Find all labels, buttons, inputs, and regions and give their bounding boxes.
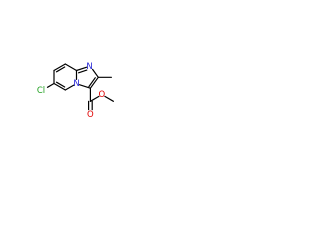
bond-ester-o-methyl bbox=[104, 95, 115, 102]
bond-c8-c7-inner bbox=[55, 66, 66, 73]
bond-c2-c3 bbox=[89, 76, 99, 89]
bond-c6-cl bbox=[46, 82, 55, 88]
bond-c8a-n1-inner bbox=[77, 69, 88, 74]
molecule-structure: Cl N N O O bbox=[37, 62, 115, 120]
atom-label-chlorine: Cl bbox=[37, 86, 45, 96]
bond-c3-n4 bbox=[78, 84, 92, 89]
bond-c8a-c8 bbox=[64, 63, 78, 72]
atom-label-ester-oxygen: O bbox=[99, 90, 106, 100]
atom-label-nitrogen-bridge: N bbox=[73, 79, 79, 89]
bond-c8a-n1 bbox=[75, 66, 88, 72]
atom-label-carbonyl-oxygen: O bbox=[87, 110, 94, 120]
bond-c6-c5 bbox=[53, 82, 66, 91]
bond-c2-c3-inner bbox=[88, 77, 96, 88]
atom-label-nitrogen-n1: N bbox=[86, 62, 92, 72]
bond-c5-n4 bbox=[64, 84, 75, 91]
bond-carbonyl-c-ester-o bbox=[89, 95, 100, 102]
bond-n1-c2 bbox=[91, 68, 99, 78]
bond-c8-c7 bbox=[53, 63, 66, 72]
bond-c6-c5-inner bbox=[55, 81, 66, 88]
